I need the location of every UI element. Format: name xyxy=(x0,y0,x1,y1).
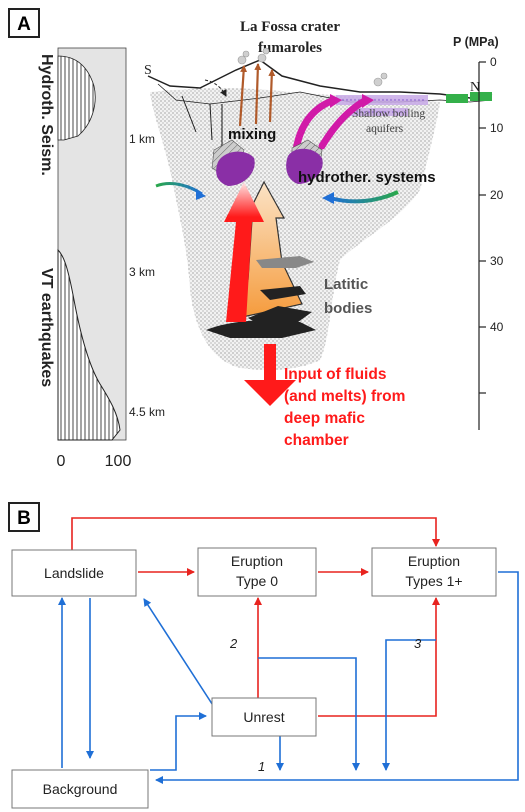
arrow-type0-to-background xyxy=(258,657,360,771)
arrow-number-3: 3 xyxy=(414,636,422,651)
panel-b: B Landslide Eruption Typ xyxy=(8,502,519,809)
arrow-unrest-to-landslide xyxy=(143,598,217,711)
arrow-unrest-to-types1 xyxy=(318,597,440,717)
input-label-line2: (and melts) from xyxy=(284,388,405,405)
axis-tick-0: 0 xyxy=(57,453,66,470)
latitic-label-line2: bodies xyxy=(324,300,372,317)
axis-tick-100: 100 xyxy=(105,453,132,470)
pressure-tick-20: 20 xyxy=(490,188,504,202)
panel-b-label: B xyxy=(17,508,31,529)
seismicity-histogram: Hydroth. Seism. VT earthquakes 0 100 1 k… xyxy=(38,47,165,470)
panel-a-label: A xyxy=(17,14,31,35)
node-background: Background xyxy=(11,769,149,809)
node-eruption-type0-line1: Eruption xyxy=(231,553,283,569)
panel-a: A Hydroth. Seism. VT earthquakes 0 100 1… xyxy=(8,8,504,470)
input-label-line1: Input of fluids xyxy=(284,366,386,383)
pressure-tick-30: 30 xyxy=(490,254,504,268)
node-eruption-types1-line2: Types 1+ xyxy=(405,573,462,589)
node-landslide: Landslide xyxy=(11,549,137,597)
magenta-arrowhead-right xyxy=(362,94,374,108)
aquifers-label-line2: aquifers xyxy=(366,123,404,135)
input-arrow xyxy=(244,344,296,406)
pressure-tick-40: 40 xyxy=(490,320,504,334)
dashed-arrow xyxy=(204,79,227,97)
node-landslide-label: Landslide xyxy=(44,565,104,581)
arrow-types1-to-background xyxy=(155,571,519,784)
lateral-flow-right xyxy=(329,190,399,204)
arrow-number-2: 2 xyxy=(229,636,238,651)
crater-label-line2: fumaroles xyxy=(258,40,322,56)
lateral-flow-left-head xyxy=(196,190,206,200)
panel-b-label-box xyxy=(8,502,40,532)
hydrother-label: hydrother. systems xyxy=(298,169,436,186)
input-label-line4: chamber xyxy=(284,432,349,449)
arrow-types1-mid-to-background xyxy=(382,639,436,771)
crater-label-line1: La Fossa crater xyxy=(240,19,340,35)
node-unrest-label: Unrest xyxy=(243,709,284,725)
magenta-arrow-left xyxy=(292,96,338,154)
node-eruption-type0-line2: Type 0 xyxy=(236,573,278,589)
node-eruption-types1-line1: Eruption xyxy=(408,553,460,569)
node-eruption-type0: Eruption Type 0 xyxy=(197,547,317,597)
topography-line xyxy=(147,59,493,99)
pressure-tick-10: 10 xyxy=(490,121,504,135)
magenta-arrowhead-left xyxy=(330,94,342,108)
aquifers-label-line1: Shallow boiling xyxy=(352,108,425,120)
node-background-label: Background xyxy=(43,781,118,797)
vt-earthquakes-title: VT earthquakes xyxy=(38,268,55,387)
hydrothermal-lobes xyxy=(211,139,323,186)
shallow-aquifers xyxy=(336,92,492,116)
red-transition-arrows xyxy=(71,517,440,717)
input-label-line3: deep mafic xyxy=(284,410,365,427)
node-eruption-types1: Eruption Types 1+ xyxy=(371,547,497,597)
depth-4-5km: 4.5 km xyxy=(129,405,165,419)
lateral-flow-right-head xyxy=(322,192,334,204)
node-unrest: Unrest xyxy=(211,697,317,737)
mixing-label: mixing xyxy=(228,126,276,143)
vt-earthquake-curve xyxy=(57,248,121,441)
red-magma-arrow xyxy=(224,182,264,322)
hydrothermal-seismicity-curve xyxy=(57,55,96,141)
arrow-number-1: 1 xyxy=(258,759,265,774)
arrow-landslide-to-types1 xyxy=(71,517,440,552)
depth-1km: 1 km xyxy=(129,132,155,146)
north-label: N xyxy=(470,80,480,95)
latitic-bodies xyxy=(206,256,316,338)
pressure-axis: P (MPa) 0 10 20 30 40 xyxy=(453,35,504,430)
pressure-tick-0: 0 xyxy=(490,55,497,69)
fumarole-arrows xyxy=(238,63,276,127)
depth-3km: 3 km xyxy=(129,265,155,279)
latitic-label-line1: Latitic xyxy=(324,276,368,293)
south-label: S xyxy=(144,63,152,78)
arrow-background-to-unrest xyxy=(150,712,207,771)
blue-transition-arrows xyxy=(58,571,519,784)
faults xyxy=(181,95,223,146)
magenta-arrow-right xyxy=(318,96,370,150)
pressure-axis-title: P (MPa) xyxy=(453,35,499,49)
hydroth-seism-title: Hydroth. Seism. xyxy=(38,54,55,176)
fumarole-plumes xyxy=(237,47,388,87)
panel-a-label-box xyxy=(8,8,40,38)
